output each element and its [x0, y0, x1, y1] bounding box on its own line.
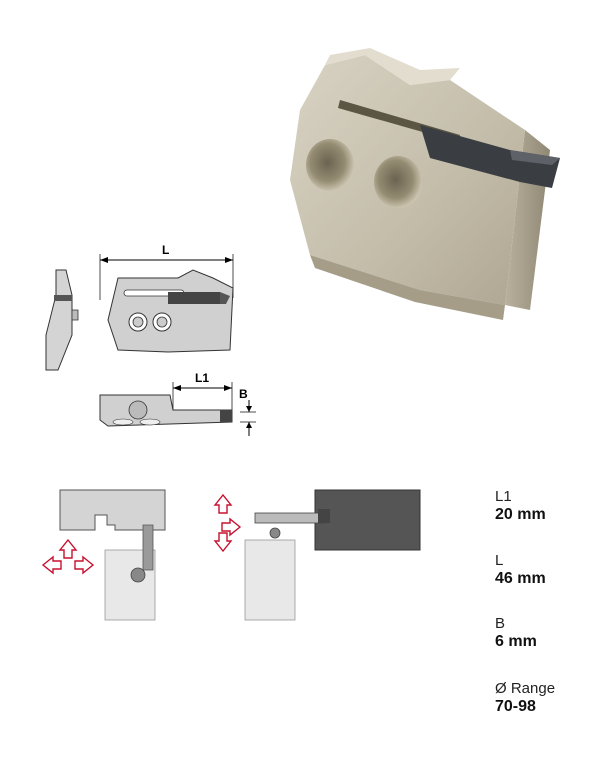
mounting-hole [374, 156, 422, 208]
spec-l1: L1 20 mm [495, 488, 546, 524]
mounting-diagram-right [213, 489, 421, 621]
spec-label: L1 [495, 488, 512, 505]
mounting-hole [306, 139, 354, 191]
cutting-insert [420, 125, 560, 188]
spec-l: L 46 mm [495, 552, 546, 588]
dim-label-L: L [162, 243, 169, 257]
dim-label-B: B [239, 387, 248, 401]
spec-value: 20 mm [495, 506, 546, 523]
spec-range: Ø Range 70-98 [495, 680, 555, 716]
spec-value: 6 mm [495, 633, 537, 650]
technical-drawing: L L1 B [45, 243, 256, 436]
spec-label: Ø Range [495, 680, 556, 697]
dim-label-L1: L1 [195, 371, 209, 385]
move-arrows-icon [41, 538, 95, 575]
spec-label: L [495, 552, 504, 569]
spec-value: 46 mm [495, 570, 546, 587]
spec-b: B 6 mm [495, 615, 537, 651]
spec-label: B [495, 615, 506, 632]
product-photo [290, 48, 560, 320]
move-arrows-icon [213, 493, 242, 553]
spec-value: 70-98 [495, 698, 536, 715]
mounting-diagram-left [41, 489, 166, 621]
